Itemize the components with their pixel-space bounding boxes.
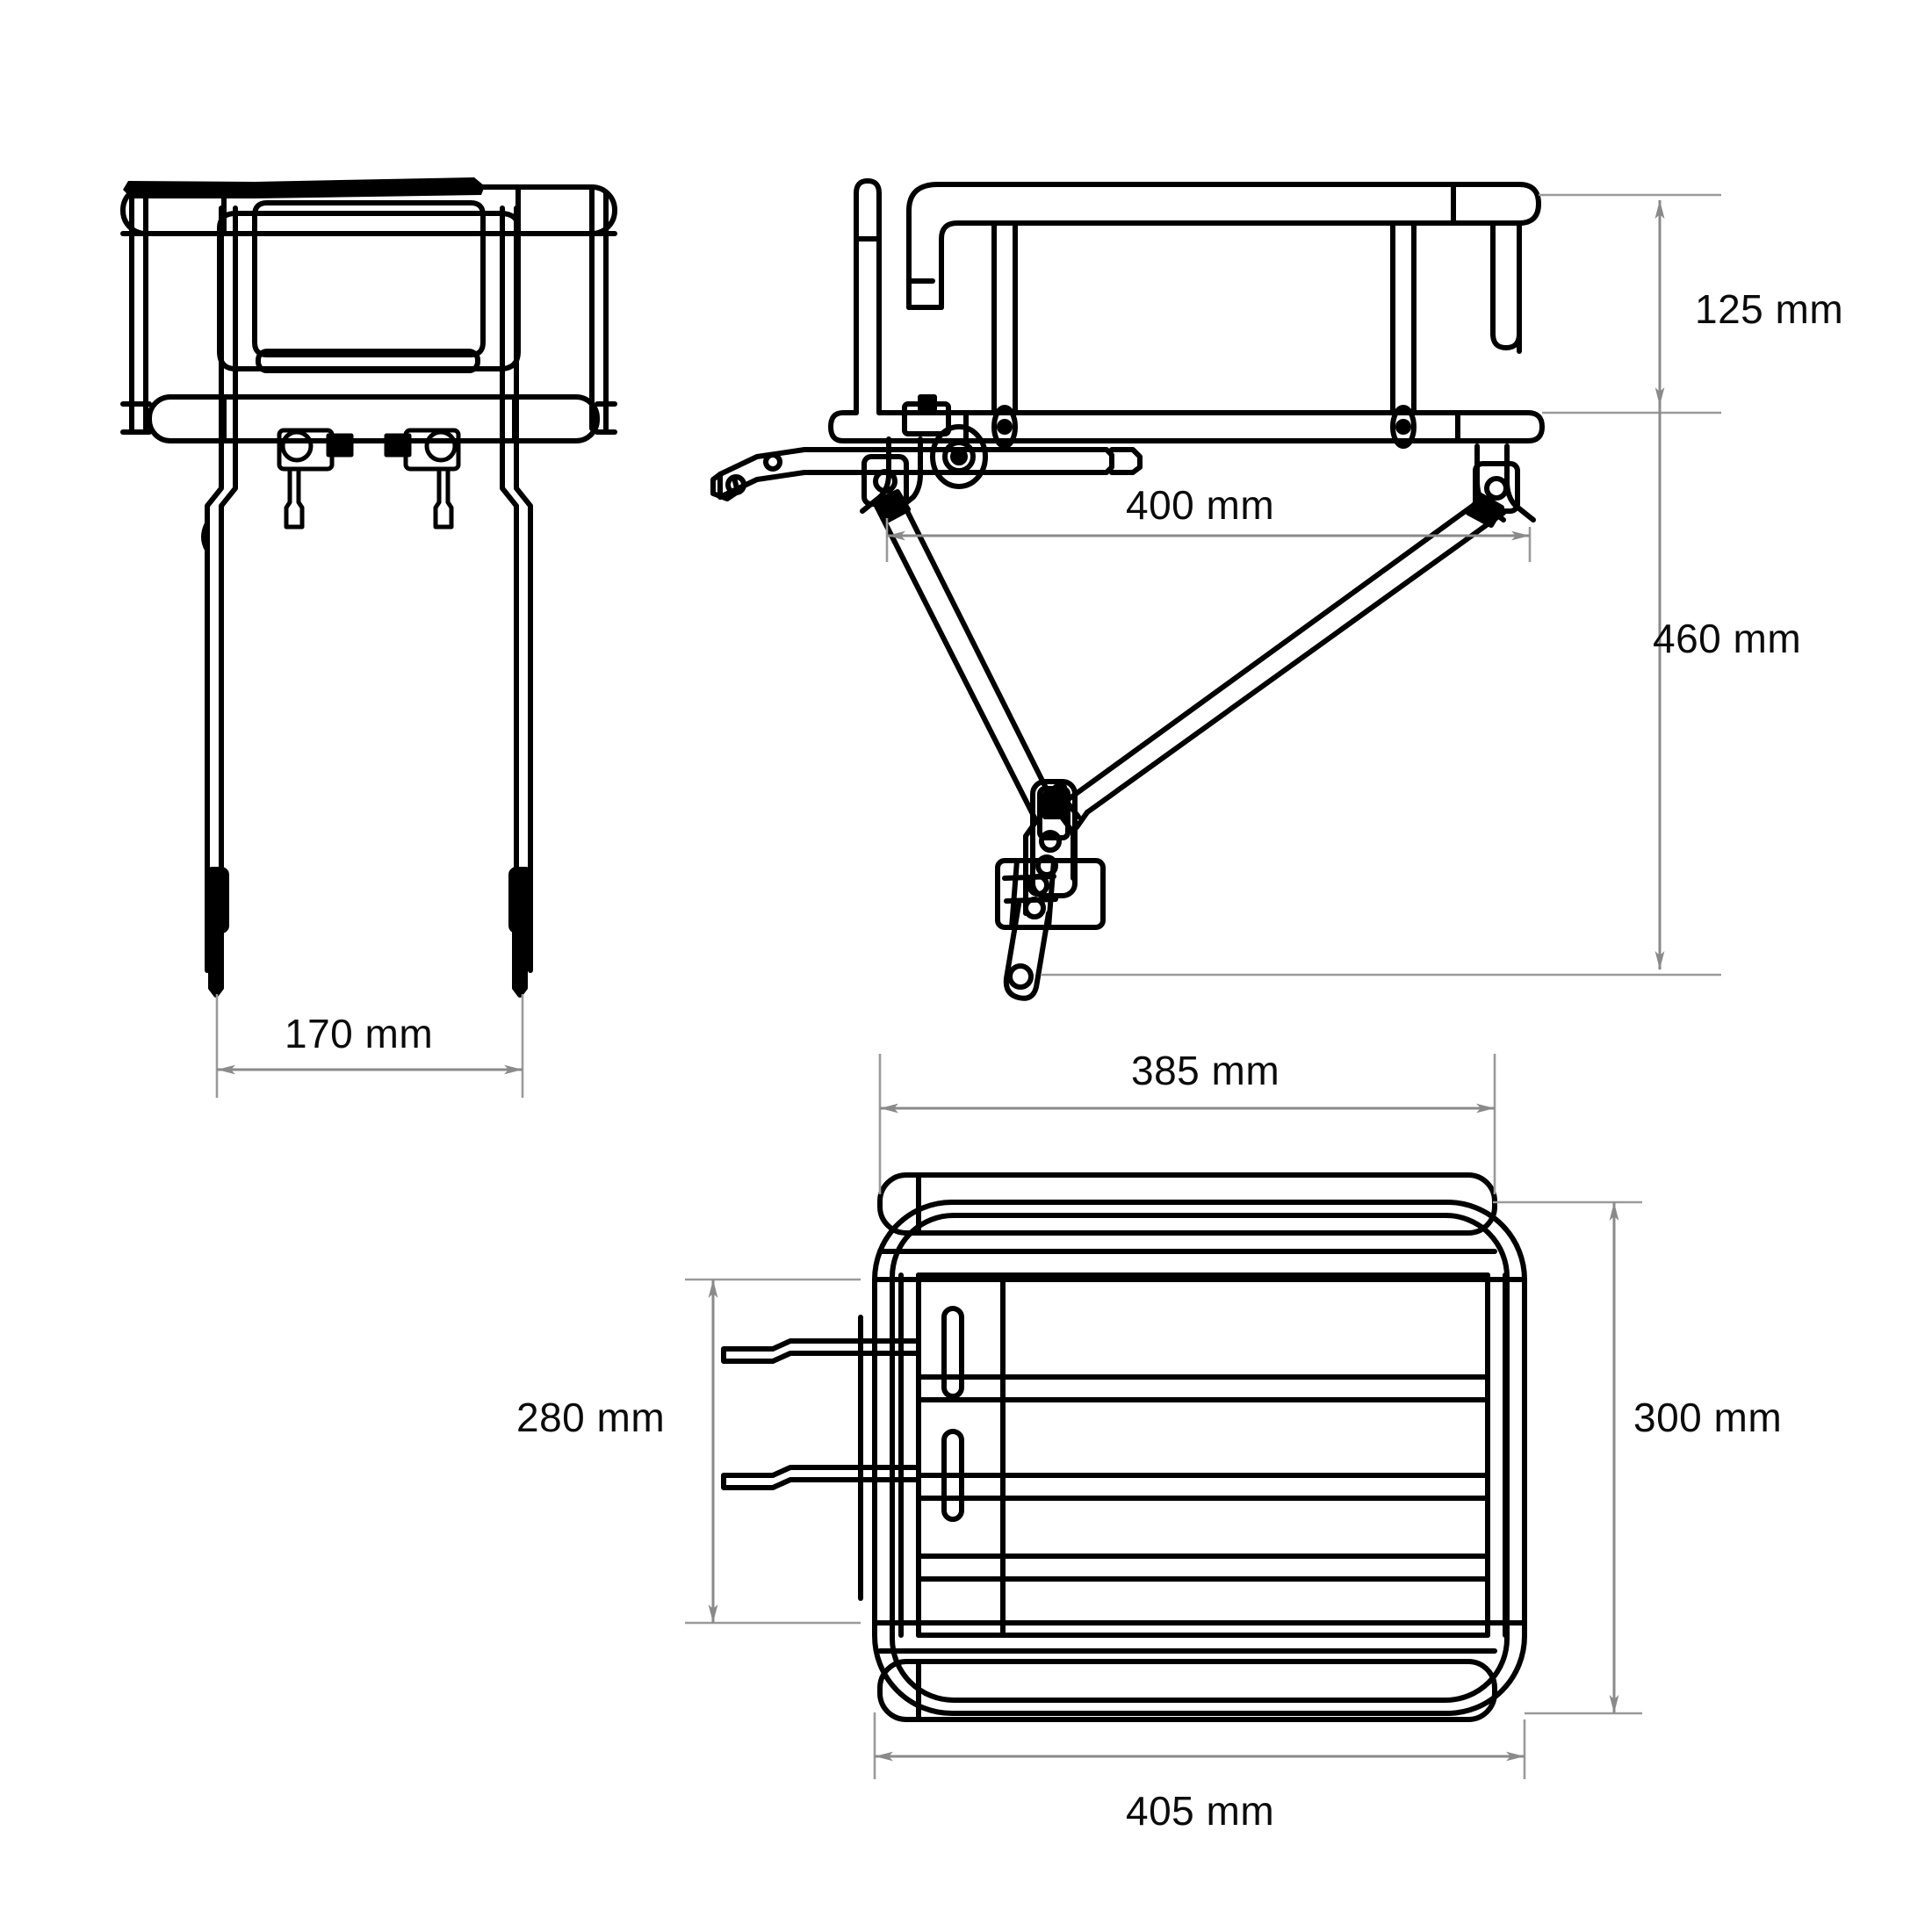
dimension-arrows xyxy=(217,200,1665,1762)
dimension-label-280mm: 280 mm xyxy=(516,1395,666,1440)
dimension-extension-lines xyxy=(215,193,1721,1779)
side-view-geometry xyxy=(828,178,1545,449)
dimension-label-400mm: 400 mm xyxy=(1126,482,1275,528)
dimension-label-385mm: 385 mm xyxy=(1131,1048,1280,1093)
plan-view-geometry xyxy=(721,1172,1527,1722)
front-view-clamps xyxy=(277,428,461,530)
side-view-struts xyxy=(710,424,1536,916)
dimension-label-125mm: 125 mm xyxy=(1695,286,1844,332)
front-view-legs xyxy=(201,436,533,998)
dimension-label-405mm: 405 mm xyxy=(1126,1788,1275,1834)
dimension-label-170mm: 170 mm xyxy=(285,1011,434,1056)
side-view-lower-bracket xyxy=(995,779,1106,1001)
dimension-label-460mm: 460 mm xyxy=(1653,616,1802,661)
front-view-geometry xyxy=(120,177,617,477)
dimension-label-300mm: 300 mm xyxy=(1633,1395,1783,1440)
